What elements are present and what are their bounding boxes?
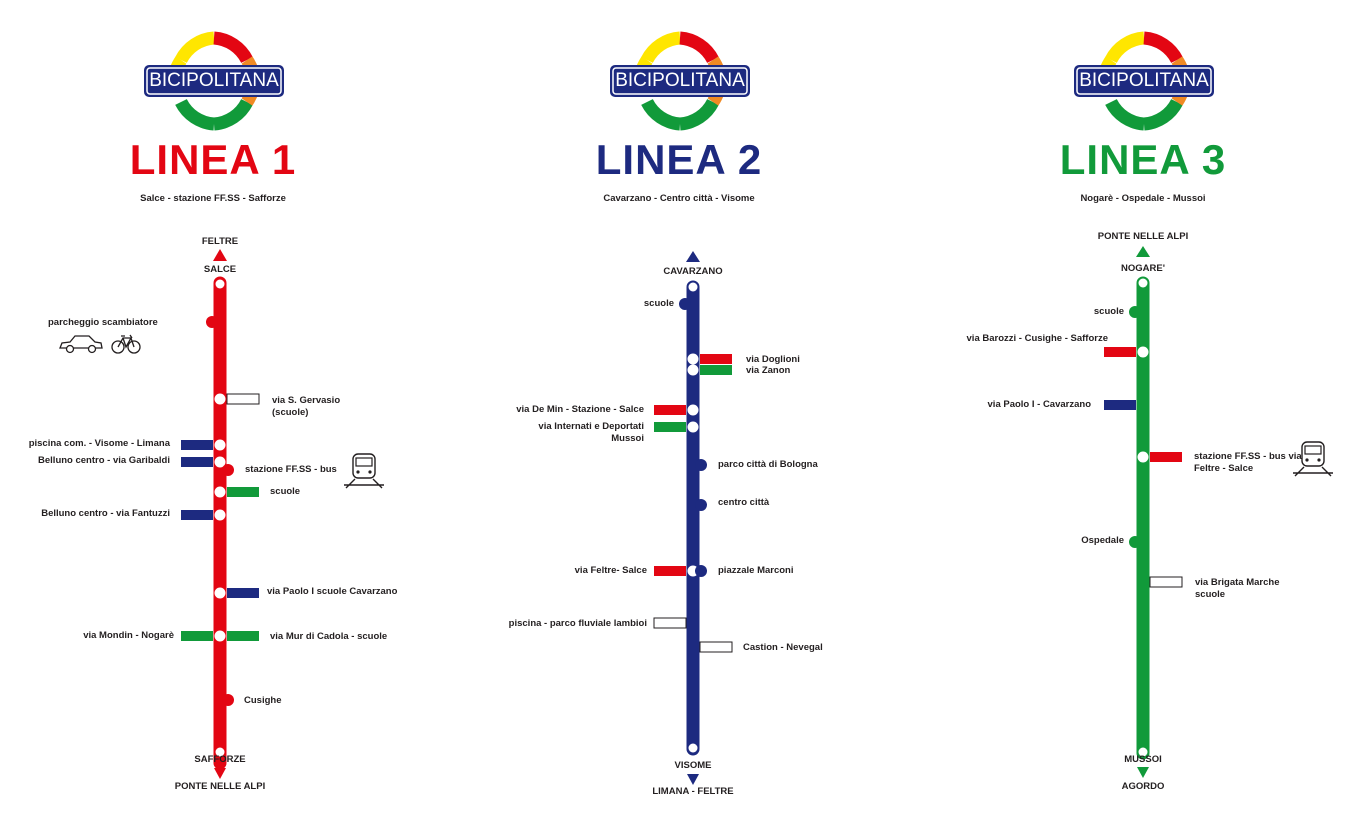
stop-label: via Mur di Cadola - scuole bbox=[270, 631, 388, 642]
stop-label: Belluno centro - via Fantuzzi bbox=[41, 508, 170, 519]
connection-bars bbox=[653, 354, 733, 653]
stop-label: via Doglioni bbox=[746, 354, 800, 365]
stop-label: via Brigata Marche scuole bbox=[1195, 577, 1280, 600]
direction-arrow-up bbox=[1136, 246, 1150, 257]
stop-label: stazione FF.SS - bus bbox=[245, 464, 337, 475]
stop-label: via Internati e Deportati Mussoi bbox=[538, 421, 644, 444]
station-dots bbox=[206, 279, 234, 757]
car-icon bbox=[59, 335, 103, 354]
stop-label: via Mondin - Nogarè bbox=[83, 630, 174, 641]
stop-label: Ospedale bbox=[1081, 535, 1124, 546]
stop-label: via S. Gervasio (scuole) bbox=[272, 395, 341, 418]
line-title: LINEA 2 bbox=[595, 136, 763, 183]
stop-label: via Zanon bbox=[746, 365, 791, 376]
bicipolitana-logo: BICIPOLITANA bbox=[1073, 30, 1215, 132]
line-1-map bbox=[181, 249, 260, 779]
line-route: Nogarè - Ospedale - Mussoi bbox=[1080, 193, 1206, 204]
direction-arrow-up bbox=[686, 251, 700, 262]
bicipolitana-logo: BICIPOLITANA bbox=[143, 30, 285, 132]
line-2-map bbox=[653, 251, 733, 785]
direction-arrow-up bbox=[213, 249, 227, 261]
bottom-direction-label: AGORDO bbox=[1121, 781, 1165, 792]
top-terminus-label: NOGARE' bbox=[1121, 263, 1165, 274]
connection-bars bbox=[181, 393, 260, 641]
station-dots bbox=[1129, 278, 1149, 757]
line-1-panel: BICIPOLITANA LINEA 1 Salce - stazione FF… bbox=[0, 0, 449, 833]
stop-label: scuole bbox=[1093, 306, 1124, 317]
connection-bars bbox=[1104, 347, 1183, 588]
brand-label: BICIPOLITANA bbox=[615, 70, 745, 91]
stop-label: scuole bbox=[270, 486, 301, 497]
brand-label: BICIPOLITANA bbox=[149, 70, 279, 91]
line-route: Salce - stazione FF.SS - Safforze bbox=[140, 193, 286, 204]
bicycle-icon bbox=[111, 334, 141, 354]
top-terminus-label: CAVARZANO bbox=[663, 266, 723, 277]
top-terminus-label: SALCE bbox=[203, 264, 237, 275]
stop-label: Castion - Nevegal bbox=[743, 642, 823, 653]
stop-label: Cusighe bbox=[244, 695, 282, 706]
stop-label: via Barozzi - Cusighe - Safforze bbox=[966, 333, 1108, 344]
bottom-terminus-label: MUSSOI bbox=[1124, 754, 1162, 765]
bicipolitana-logo-graphic bbox=[610, 31, 750, 131]
stop-label: piazzale Marconi bbox=[718, 565, 794, 576]
bottom-direction-label: PONTE NELLE ALPI bbox=[174, 781, 266, 792]
stop-label: piscina com. - Visome - Limana bbox=[28, 438, 170, 449]
direction-arrow-down bbox=[1137, 767, 1149, 778]
stop-label: centro città bbox=[718, 497, 770, 508]
train-icon bbox=[344, 453, 384, 489]
stop-label: via Paolo I scuole Cavarzano bbox=[267, 586, 398, 597]
line-title: LINEA 3 bbox=[1059, 136, 1227, 183]
bicipolitana-logo-graphic bbox=[144, 31, 284, 131]
stop-label: via Paolo I - Cavarzano bbox=[987, 399, 1091, 410]
stop-label: via De Min - Stazione - Salce bbox=[516, 404, 644, 415]
top-direction-label: FELTRE bbox=[201, 236, 239, 247]
station-dots bbox=[679, 282, 707, 753]
stop-label: Belluno centro - via Garibaldi bbox=[38, 455, 170, 466]
direction-arrow-down bbox=[214, 768, 226, 779]
stop-label: parco città di Bologna bbox=[718, 459, 818, 470]
stop-label: scuole bbox=[643, 298, 674, 309]
line-route: Cavarzano - Centro città - Visome bbox=[603, 193, 755, 204]
line-title: LINEA 1 bbox=[129, 136, 297, 183]
bicipolitana-logo-graphic bbox=[1074, 31, 1214, 131]
bottom-terminus-label: VISOME bbox=[674, 760, 712, 771]
stop-label: via Feltre- Salce bbox=[574, 565, 647, 576]
bottom-direction-label: LIMANA - FELTRE bbox=[652, 786, 734, 797]
line-3-map bbox=[1104, 246, 1183, 778]
train-icon bbox=[1293, 441, 1333, 477]
stop-label: piscina - parco fluviale lambioi bbox=[508, 618, 647, 629]
direction-arrow-down bbox=[687, 774, 699, 785]
top-direction-label: PONTE NELLE ALPI bbox=[1097, 231, 1189, 242]
bottom-terminus-label: SAFFORZE bbox=[194, 754, 246, 765]
line-2-panel: BICIPOLITANA LINEA 2 Cavarzano - Centro … bbox=[449, 0, 898, 833]
stop-label: parcheggio scambiatore bbox=[48, 317, 158, 328]
stop-label: stazione FF.SS - bus via Feltre - Salce bbox=[1194, 451, 1302, 474]
line-3-panel: BICIPOLITANA LINEA 3 Nogarè - Ospedale -… bbox=[898, 0, 1347, 833]
bicipolitana-logo: BICIPOLITANA bbox=[609, 30, 751, 132]
brand-label: BICIPOLITANA bbox=[1079, 70, 1209, 91]
